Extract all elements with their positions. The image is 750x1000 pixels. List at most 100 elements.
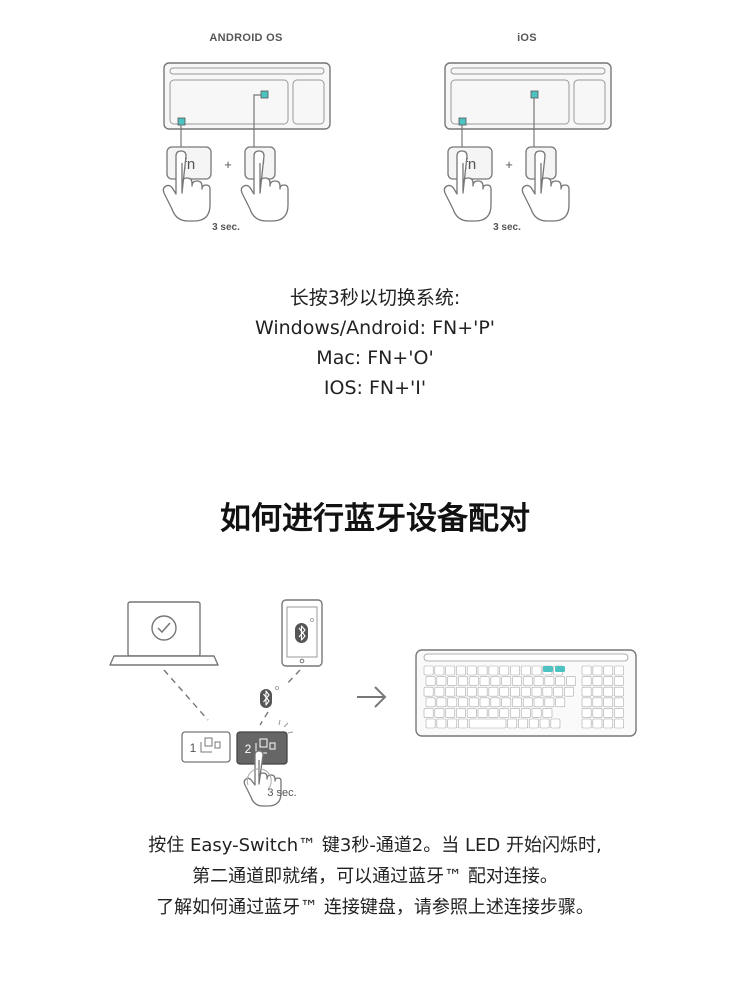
- switch-instructions: 长按3秒以切换系统: Windows/Android: FN+'P' Mac: …: [0, 283, 750, 403]
- hand-press-icon: [443, 150, 492, 222]
- fn-key-indicator: [177, 117, 186, 126]
- keyboard-key: [544, 676, 555, 686]
- keyboard-key: [434, 708, 445, 718]
- hold-duration-label: 3 sec.: [493, 222, 521, 233]
- keyboard-numpad-key: [581, 708, 592, 718]
- keyboard-key: [531, 665, 542, 676]
- keyboard-key: [468, 718, 507, 729]
- keyboard-key: [522, 676, 533, 686]
- instruction-line-mac: Mac: FN+'O': [316, 347, 434, 369]
- android-keyboard-icon: [163, 62, 331, 130]
- i-key-indicator: [530, 90, 539, 99]
- keyboard-key: [531, 686, 542, 697]
- keyboard-key: [499, 665, 510, 676]
- keyboard-key: [445, 665, 456, 676]
- keyboard-numpad-key: [581, 665, 592, 676]
- instruction-line-ios: IOS: FN+'I': [323, 377, 427, 399]
- keyboard-numpad-key: [603, 718, 614, 729]
- keyboard-key: [531, 708, 542, 718]
- keyboard-key: [520, 686, 531, 697]
- keyboard-key: [544, 697, 555, 708]
- svg-text:1: 1: [190, 741, 197, 755]
- instruction-line-windows: Windows/Android: FN+'P': [254, 317, 496, 339]
- keyboard-key: [436, 676, 447, 686]
- keyboard-key: [458, 676, 468, 686]
- keyboard-key: [447, 718, 458, 729]
- easy-switch-channel-1: 1: [181, 731, 231, 763]
- keyboard-key: [518, 718, 528, 729]
- keyboard-key: [490, 697, 501, 708]
- keyboard-key: [466, 686, 477, 697]
- keyboard-key: [436, 718, 447, 729]
- channel-led-indicator: [543, 666, 553, 672]
- keyboard-key: [533, 676, 544, 686]
- keyboard-key: [423, 686, 434, 697]
- svg-text:2: 2: [245, 742, 252, 756]
- keyboard-key: [477, 665, 488, 676]
- keyboard-numpad-key: [592, 697, 603, 708]
- plus-sign: +: [505, 157, 513, 172]
- keyboard-key: [520, 708, 531, 718]
- keyboard-key: [434, 665, 445, 676]
- keyboard-key: [423, 665, 434, 676]
- keyboard-key: [447, 697, 458, 708]
- keyboard-numpad-key: [603, 665, 614, 676]
- keyboard-key: [479, 676, 490, 686]
- p-key-indicator: [260, 90, 269, 99]
- ios-label: iOS: [517, 32, 537, 44]
- keyboard-numpad-key: [603, 708, 614, 718]
- pairing-description-line-1: 按住 Easy-Switch™ 键3秒-通道2。当 LED 开始闪烁时,: [148, 835, 602, 856]
- keyboard-key: [510, 708, 520, 718]
- keyboard-key: [550, 718, 561, 729]
- keyboard-numpad-key: [592, 686, 603, 697]
- channel-led-indicator: [555, 666, 565, 672]
- keyboard-key: [447, 676, 458, 686]
- keyboard-key: [528, 718, 539, 729]
- keyboard-numpad-key: [592, 718, 603, 729]
- keyboard-key: [566, 676, 576, 686]
- keyboard-key: [520, 665, 531, 676]
- pairing-description-line-3: 了解如何通过蓝牙™ 连接键盘，请参照上述连接步骤。: [156, 897, 594, 918]
- keyboard-numpad-key: [614, 697, 624, 708]
- pairing-description-line-2: 第二通道即就绪，可以通过蓝牙™ 配对连接。: [192, 866, 558, 887]
- pairing-section-title: 如何进行蓝牙设备配对: [220, 501, 530, 537]
- keyboard-numpad-key: [614, 708, 624, 718]
- keyboard-numpad-key: [603, 697, 614, 708]
- keyboard-key: [555, 697, 566, 708]
- keyboard-key: [512, 676, 522, 686]
- keyboard-key: [423, 708, 434, 718]
- keyboard-key: [458, 718, 468, 729]
- keyboard-numpad-key: [581, 676, 592, 686]
- keyboard-key: [507, 718, 518, 729]
- arrow-right-icon: [357, 686, 387, 708]
- pairing-description: 按住 Easy-Switch™ 键3秒-通道2。当 LED 开始闪烁时, 第二通…: [0, 830, 750, 923]
- hold-duration-label: 3 sec.: [212, 222, 240, 233]
- keyboard-key: [510, 686, 520, 697]
- keyboard-numpad-key: [581, 697, 592, 708]
- keyboard-key: [466, 665, 477, 676]
- keyboard-key: [539, 718, 550, 729]
- keyboard-key: [436, 697, 447, 708]
- hand-press-icon: [162, 150, 211, 222]
- keyboard-numpad-key: [614, 718, 624, 729]
- fn-key: fn: [447, 146, 493, 180]
- android-os-label: ANDROID OS: [209, 32, 283, 44]
- keyboard-numpad-key: [614, 665, 624, 676]
- laptop-icon: [109, 601, 219, 666]
- ios-keyboard-icon: [444, 62, 612, 130]
- keyboard-key: [456, 686, 466, 697]
- keyboard-key: [542, 686, 553, 697]
- hand-press-icon: [240, 150, 289, 222]
- keyboard-numpad-key: [603, 686, 614, 697]
- fn-key: fn: [166, 146, 212, 180]
- keyboard-key: [501, 676, 512, 686]
- keyboard-icon: [415, 649, 637, 737]
- keyboard-numpad-key: [592, 665, 603, 676]
- keyboard-key: [458, 697, 468, 708]
- keyboard-key: [499, 708, 510, 718]
- keyboard-key: [468, 697, 479, 708]
- keyboard-key: [488, 686, 499, 697]
- keyboard-numpad-key: [603, 676, 614, 686]
- keyboard-numpad-key: [614, 686, 624, 697]
- switch-instructions-heading: 长按3秒以切换系统:: [289, 287, 461, 309]
